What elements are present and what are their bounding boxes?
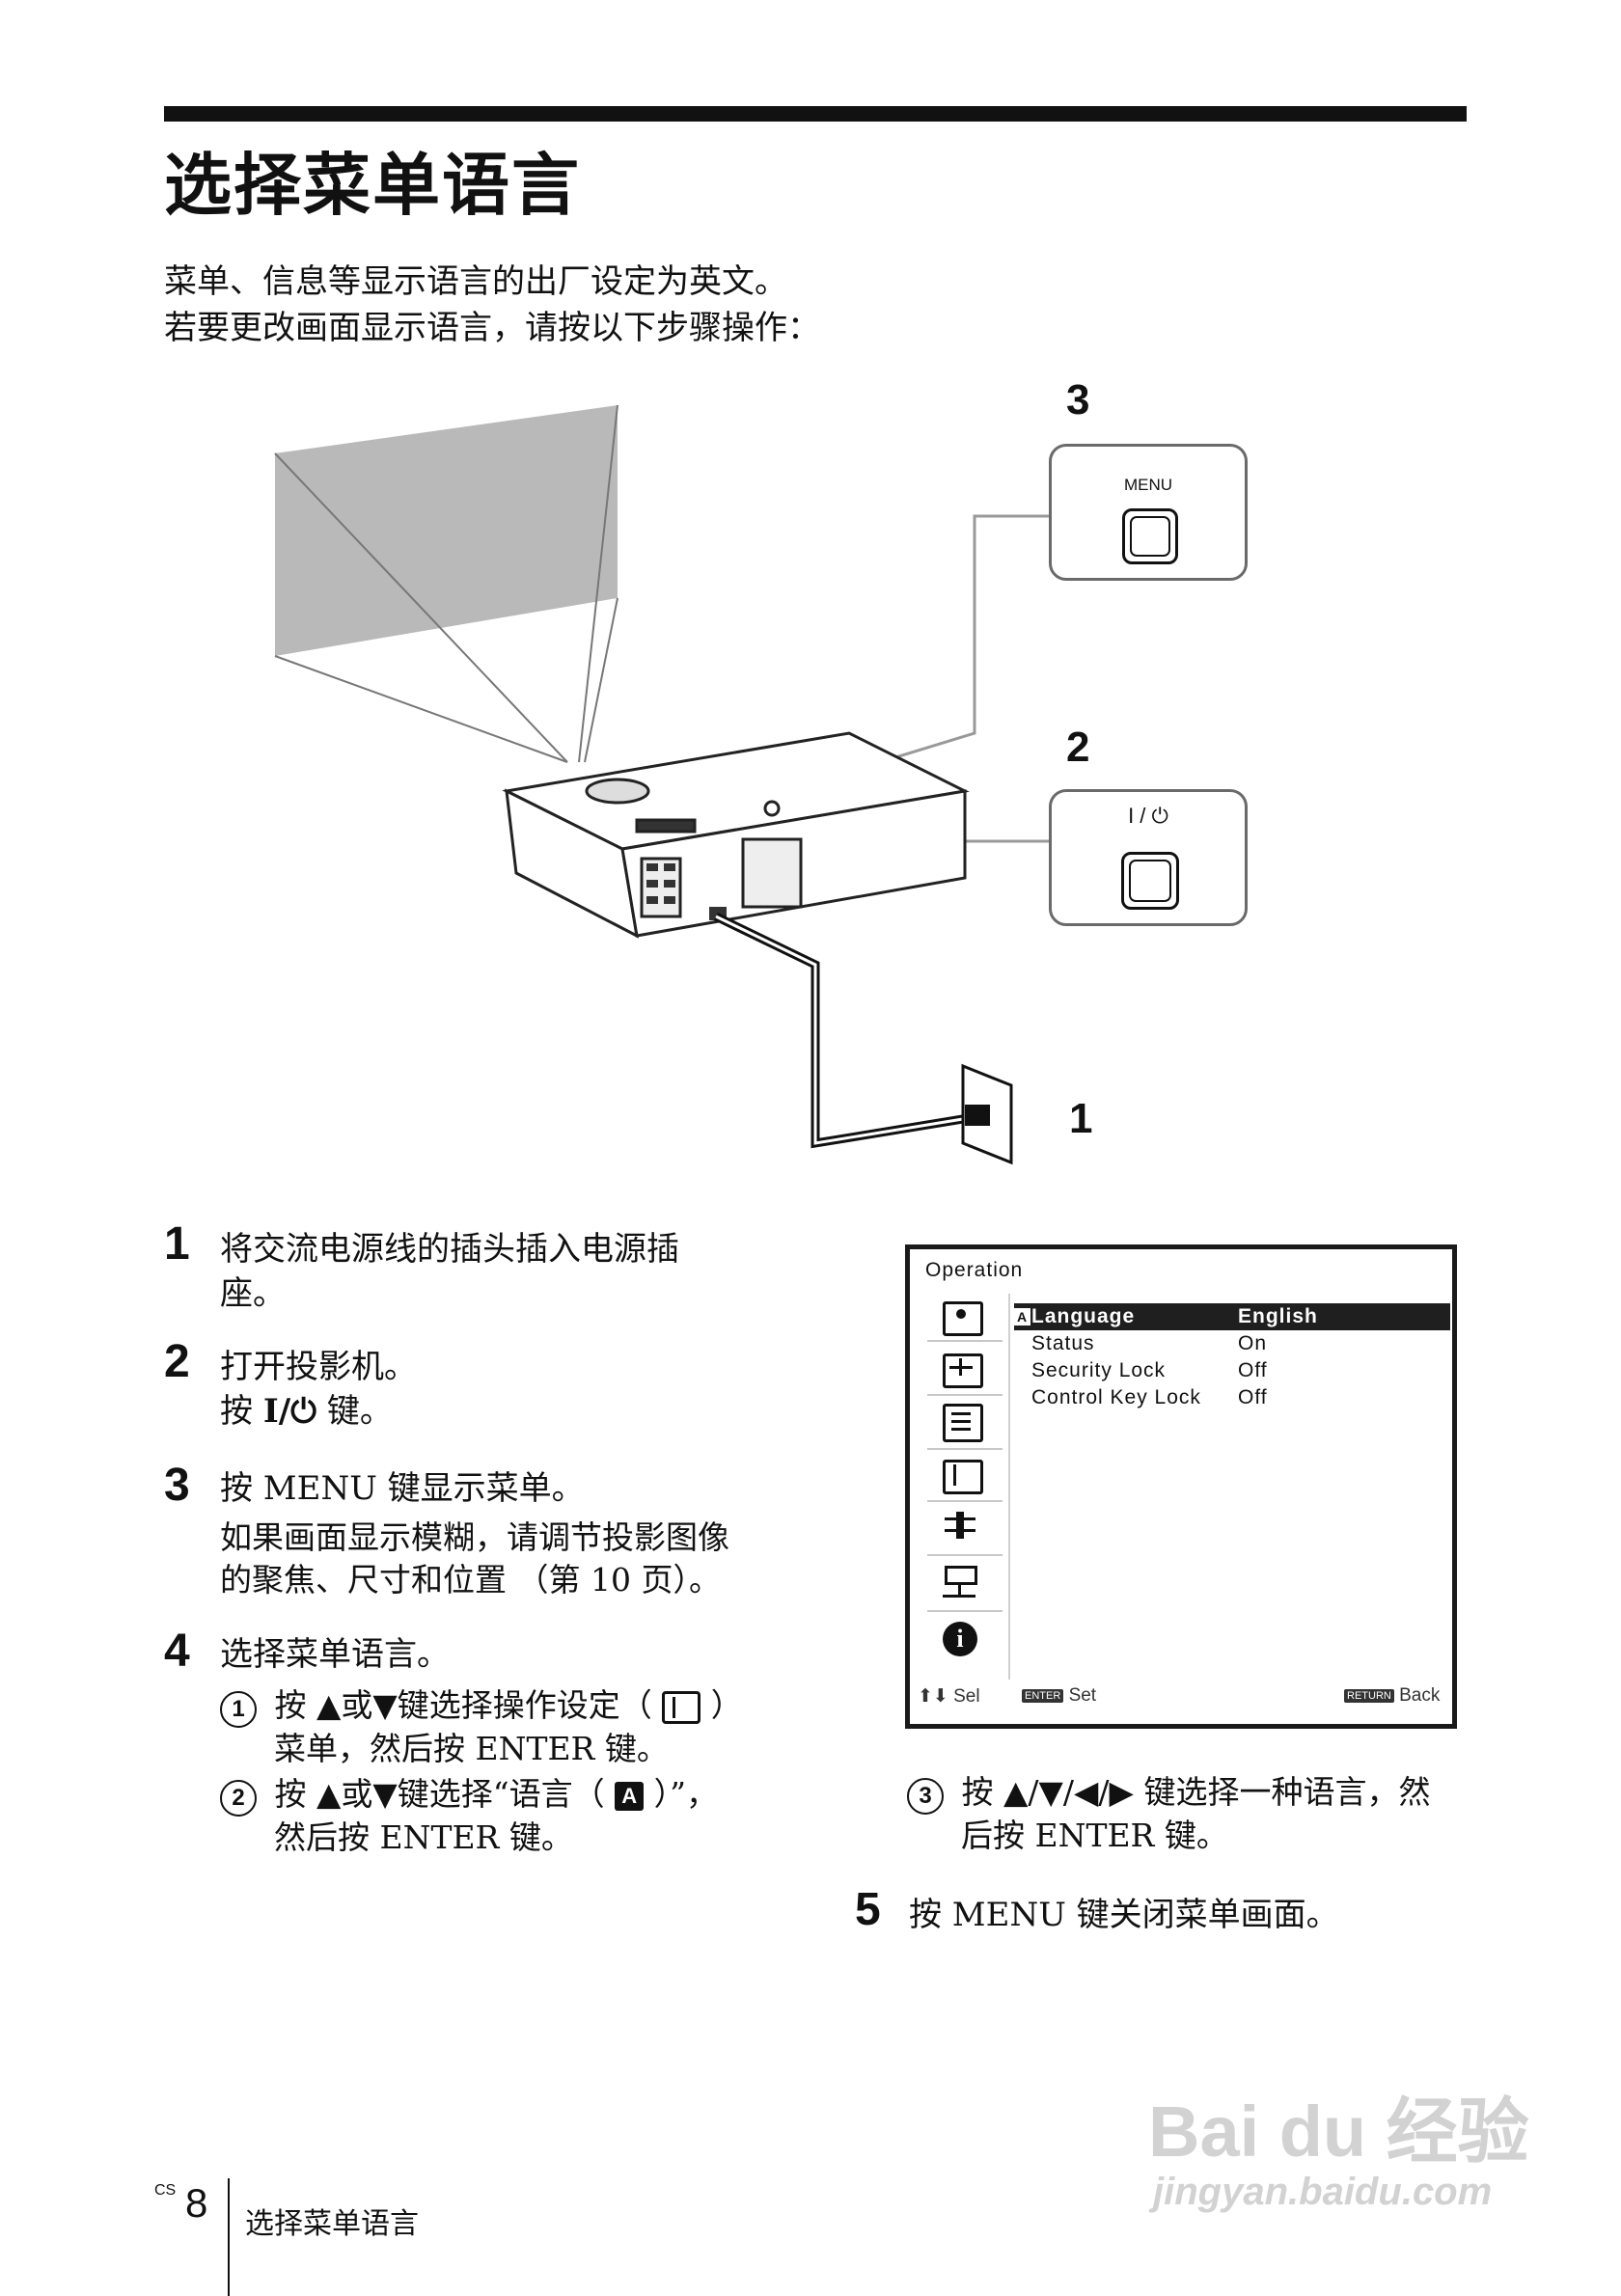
page-title: 选择菜单语言 xyxy=(164,146,581,225)
projected-image xyxy=(275,405,618,656)
footer-divider xyxy=(228,2178,230,2296)
step-4-1-line-2: 菜单，然后按 ENTER 键。 xyxy=(274,1730,669,1767)
light-rays xyxy=(274,404,618,763)
menu-button[interactable] xyxy=(1122,508,1178,564)
up-arrow-icon: ▲ xyxy=(316,1775,342,1813)
step-4-2: 2 按 ▲或▼键选择“语言（ A ）”， 然后按 ENTER 键。 xyxy=(220,1773,818,1859)
step-5-number: 5 xyxy=(855,1884,881,1935)
callout-number-3: 3 xyxy=(1066,376,1090,424)
picture-icon[interactable] xyxy=(943,1301,983,1336)
step-4-3-line-2: 后按 ENTER 键。 xyxy=(961,1817,1228,1854)
baidu-watermark-url: jingyan.baidu.com xyxy=(1153,2171,1493,2213)
callout-number-1: 1 xyxy=(1069,1095,1093,1142)
step-2-line-1: 打开投影机。 xyxy=(220,1348,417,1386)
osd-footer-set: ENTER Set xyxy=(1022,1685,1096,1707)
power-key-panel: I / ⏻ xyxy=(1049,789,1248,926)
circled-number: 1 xyxy=(220,1691,257,1728)
intro-line-2: 若要更改画面显示语言，请按以下步骤操作： xyxy=(164,309,820,347)
step-3-line-2: 如果画面显示模糊，请调节投影图像 xyxy=(220,1518,729,1556)
installation-icon[interactable] xyxy=(943,1566,977,1598)
step-1-number: 1 xyxy=(164,1218,190,1270)
power-button[interactable] xyxy=(1121,852,1179,910)
step-3-line-1: 按 MENU 键显示菜单。 xyxy=(220,1469,585,1508)
step-1-line-2: 座。 xyxy=(220,1274,286,1313)
up-arrow-icon: ⬆ xyxy=(918,1686,933,1707)
power-cord xyxy=(714,912,975,1149)
step-3-line-3: 的聚焦、尺寸和位置 （第 10 页）。 xyxy=(220,1561,721,1599)
menu-row-control-key-lock[interactable]: Control Key Lock Off xyxy=(1031,1386,1268,1408)
step-2-text: 打开投影机。 按 I/⏻ 键。 xyxy=(220,1345,417,1434)
step-4-3: 3 按 ▲/▼/◀/▶ 键选择一种语言，然 后按 ENTER 键。 xyxy=(907,1771,1505,1857)
baidu-watermark-logo: Bai du 经验 xyxy=(1148,2091,1529,2172)
step-3-text: 按 MENU 键显示菜单。 如果画面显示模糊，请调节投影图像 的聚焦、尺寸和位置… xyxy=(220,1466,729,1601)
footer-cs-label: CS xyxy=(154,2182,177,2199)
language-icon: A xyxy=(1014,1308,1030,1326)
step-4-number: 4 xyxy=(164,1626,190,1677)
down-arrow-icon: ▼ xyxy=(372,1775,398,1813)
plug xyxy=(965,1105,990,1126)
osd-menu-title: Operation xyxy=(925,1259,1024,1281)
connection-icon[interactable] xyxy=(943,1512,977,1541)
osd-footer-back: RETURN Back xyxy=(1344,1685,1440,1707)
page-number: 8 xyxy=(185,2180,208,2226)
operation-icon[interactable] xyxy=(943,1460,983,1494)
step-4-1-line-1: 1 按 ▲或▼键选择操作设定（ ） xyxy=(220,1684,799,1728)
callout-number-2: 2 xyxy=(1066,724,1090,771)
language-icon: A xyxy=(615,1782,645,1811)
power-key-symbol: I/⏻ xyxy=(262,1392,317,1431)
step-4-text: 选择菜单语言。 xyxy=(220,1635,450,1674)
menu-key-panel: MENU xyxy=(1049,444,1248,581)
return-key-tag: RETURN xyxy=(1344,1688,1394,1703)
left-arrow-icon: ◀ xyxy=(1074,1773,1099,1811)
intro-line-1: 菜单、信息等显示语言的出厂设定为英文。 xyxy=(164,262,787,301)
circled-number: 2 xyxy=(220,1780,257,1817)
step-4-2-line-1: 2 按 ▲或▼键选择“语言（ A ）”， xyxy=(220,1773,818,1817)
step-4-1: 1 按 ▲或▼键选择操作设定（ ） 菜单，然后按 ENTER 键。 xyxy=(220,1684,799,1770)
right-arrow-icon: ▶ xyxy=(1109,1773,1134,1811)
down-arrow-icon: ▼ xyxy=(372,1686,398,1724)
menu-row-status[interactable]: Status On xyxy=(1031,1332,1268,1354)
menu-key-label: MENU xyxy=(1123,476,1173,494)
step-1-text: 将交流电源线的插头插入电源插 座。 xyxy=(220,1227,679,1316)
osd-menu: Operation i A Language English Status On… xyxy=(905,1244,1457,1729)
osd-menu-sidebar: i xyxy=(920,1294,1010,1680)
step-2-line-2: 按 I/⏻ 键。 xyxy=(220,1392,393,1431)
power-cord-highlight xyxy=(715,915,975,1145)
menu-row-language[interactable]: A Language English xyxy=(1014,1303,1450,1330)
projector-body xyxy=(502,731,970,939)
up-arrow-icon: ▲ xyxy=(316,1686,342,1724)
osd-menu-list: A Language English Status On Security Lo… xyxy=(1014,1303,1450,1419)
up-arrow-icon: ▲ xyxy=(1003,1773,1029,1811)
step-1-line-1: 将交流电源线的插头插入电源插 xyxy=(220,1230,679,1269)
setup-icon[interactable] xyxy=(943,1404,983,1442)
projector-illustration xyxy=(274,404,1049,1165)
power-key-label: I / ⏻ xyxy=(1128,804,1168,828)
step-5-text: 按 MENU 键关闭菜单画面。 xyxy=(909,1896,1339,1934)
down-arrow-icon: ▼ xyxy=(1038,1773,1063,1811)
enter-key-tag: ENTER xyxy=(1022,1688,1064,1703)
operation-menu-icon xyxy=(662,1691,701,1724)
step-3-number: 3 xyxy=(164,1460,190,1511)
circled-number: 3 xyxy=(907,1778,944,1815)
step-2-number: 2 xyxy=(164,1336,190,1387)
information-icon[interactable]: i xyxy=(943,1622,977,1656)
step-4-2-line-2: 然后按 ENTER 键。 xyxy=(274,1818,573,1856)
intro-text: 菜单、信息等显示语言的出厂设定为英文。 若要更改画面显示语言，请按以下步骤操作： xyxy=(164,259,820,351)
step-4-3-line-1: 3 按 ▲/▼/◀/▶ 键选择一种语言，然 xyxy=(907,1771,1505,1815)
down-arrow-icon: ⬇ xyxy=(932,1686,948,1707)
menu-row-security-lock[interactable]: Security Lock Off xyxy=(1031,1359,1268,1381)
screen-adjust-icon[interactable] xyxy=(943,1353,983,1388)
osd-footer-sel: ⬆⬇ Sel xyxy=(918,1686,980,1707)
title-rule xyxy=(164,106,1467,122)
footer-section-title: 选择菜单语言 xyxy=(245,2207,419,2241)
